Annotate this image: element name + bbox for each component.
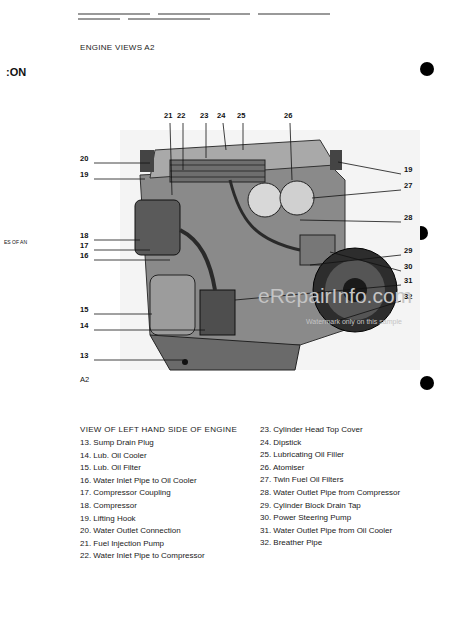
part-list-item: 28. Water Outlet Pipe from Compressor xyxy=(260,489,400,498)
callout-number: 30 xyxy=(404,263,412,271)
part-list-item: 32. Breather Pipe xyxy=(260,539,322,548)
callout-number: 26 xyxy=(284,112,292,120)
compressor xyxy=(135,200,180,255)
oil-filter xyxy=(150,275,195,335)
part-list-item: 23. Cylinder Head Top Cover xyxy=(260,426,363,435)
callout-number: 25 xyxy=(237,112,245,120)
callout-number: 18 xyxy=(80,232,88,240)
part-list-item: 20. Water Outlet Connection xyxy=(80,527,181,536)
callout-number: 24 xyxy=(217,112,225,120)
callout-number: 21 xyxy=(164,112,172,120)
callout-number: 19 xyxy=(80,171,88,179)
callout-number: 22 xyxy=(177,112,185,120)
list-heading: VIEW OF LEFT HAND SIDE OF ENGINE xyxy=(80,426,237,435)
part-list-item: 16. Water Inlet Pipe to Oil Cooler xyxy=(80,477,197,486)
part-list-item: 21. Fuel Injection Pump xyxy=(80,540,164,549)
callout-number: 14 xyxy=(80,322,88,330)
part-list-item: 27. Twin Fuel Oil Filters xyxy=(260,476,343,485)
part-list-item: 18. Compressor xyxy=(80,502,137,511)
callout-number: 23 xyxy=(200,112,208,120)
leader-line xyxy=(94,123,401,360)
callout-number: 27 xyxy=(404,182,412,190)
part-list-item: 26. Atomiser xyxy=(260,464,304,473)
oil-cooler xyxy=(200,290,235,335)
callout-number: 17 xyxy=(80,242,88,250)
engine-body xyxy=(120,130,420,370)
watermark: eRepairInfo.com xyxy=(258,284,412,307)
lifting-hook xyxy=(330,150,342,170)
figure-number: A2 xyxy=(80,376,89,384)
part-list-item: 14. Lub. Oil Cooler xyxy=(80,452,147,461)
part-list-item: 31. Water Outlet Pipe from Oil Cooler xyxy=(260,527,392,536)
part-list-item: 24. Dipstick xyxy=(260,439,301,448)
callout-number: 15 xyxy=(80,306,88,314)
part-list-item: 13. Sump Drain Plug xyxy=(80,439,154,448)
part-list-item: 15. Lub. Oil Filter xyxy=(80,464,141,473)
fuel-filter xyxy=(280,181,314,215)
part-list-item: 25. Lubricating Oil Filler xyxy=(260,451,344,460)
part-list-item: 29. Cylinder Block Drain Tap xyxy=(260,502,361,511)
fuel-injection-pump xyxy=(170,160,265,182)
watermark: Watermark only on this sample xyxy=(306,318,402,326)
fuel-filter xyxy=(248,183,282,217)
callout-number: 28 xyxy=(404,214,412,222)
callout-number: 16 xyxy=(80,252,88,260)
page-title: ENGINE VIEWS A2 xyxy=(80,44,155,53)
sump xyxy=(150,335,300,370)
part-list-item: 19. Lifting Hook xyxy=(80,515,136,524)
lifting-hook xyxy=(140,150,154,172)
callout-number: 13 xyxy=(80,352,88,360)
header-scribble xyxy=(78,14,330,19)
margin-fragment: ES OF AN xyxy=(4,240,27,246)
margin-fragment: :ON xyxy=(6,66,26,78)
callout-number: 20 xyxy=(80,155,88,163)
part-list-item: 22. Water Inlet Pipe to Compressor xyxy=(80,552,205,561)
part-list-item: 17. Compressor Coupling xyxy=(80,489,171,498)
callout-number: 29 xyxy=(404,247,412,255)
part-list-item: 30. Power Steering Pump xyxy=(260,514,351,523)
callout-number: 19 xyxy=(404,166,412,174)
